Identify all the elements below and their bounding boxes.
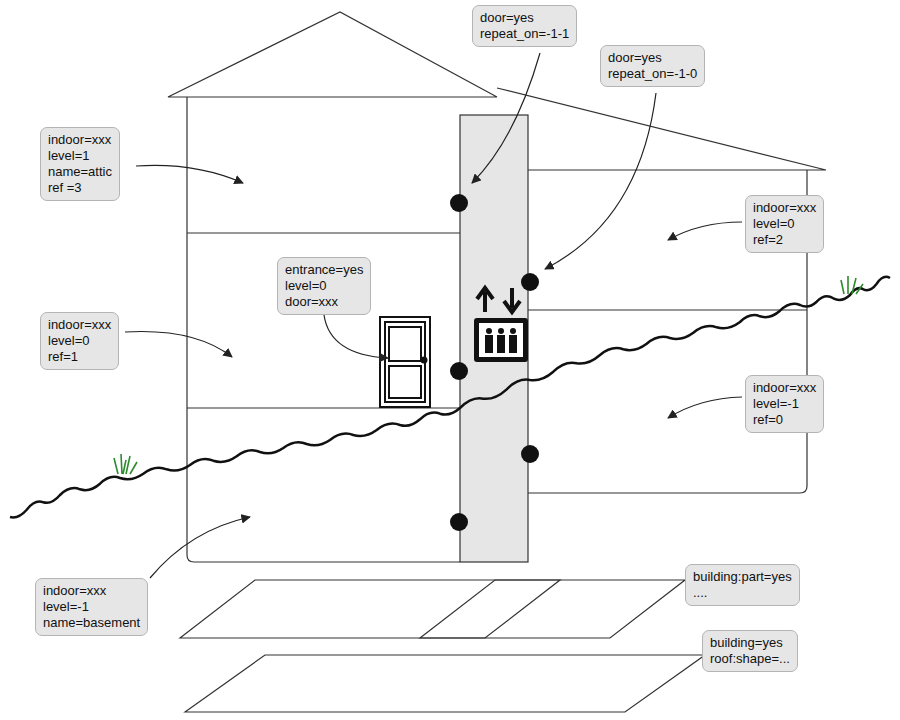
tag-callout: indoor=xxxlevel=1name=atticref =3 — [40, 127, 120, 201]
tag-callout: indoor=xxxlevel=0ref=2 — [745, 195, 824, 253]
tag-text: level=-1 — [753, 396, 816, 412]
tag-text: indoor=xxx — [753, 380, 816, 396]
tag-text: indoor=xxx — [48, 132, 112, 148]
tag-text: indoor=xxx — [43, 583, 140, 599]
tag-text: name=attic — [48, 164, 112, 180]
tag-text: door=yes — [480, 10, 569, 26]
tag-text: ref=1 — [48, 349, 111, 365]
door-symbol — [380, 317, 430, 407]
tag-text: door=xxx — [285, 294, 363, 310]
tag-text: repeat_on=-1-1 — [480, 26, 569, 42]
tag-callout: door=yesrepeat_on=-1-1 — [472, 5, 577, 47]
tag-text: door=yes — [608, 50, 697, 66]
tag-text: roof:shape=... — [710, 651, 790, 667]
tag-callout: entrance=yeslevel=0door=xxx — [277, 257, 371, 315]
tag-text: level=0 — [753, 216, 816, 232]
tag-text: level=0 — [285, 278, 363, 294]
tag-callout: building=yesroof:shape=... — [702, 630, 798, 672]
tag-text: entrance=yes — [285, 262, 363, 278]
tag-text: ref =3 — [48, 180, 112, 196]
tag-callout: indoor=xxxlevel=0ref=1 — [40, 312, 119, 370]
tag-text: level=1 — [48, 148, 112, 164]
tag-text: building:part=yes — [693, 569, 792, 585]
tag-text: indoor=xxx — [48, 317, 111, 333]
tag-text: ref=2 — [753, 232, 816, 248]
leader-line — [125, 53, 742, 578]
elevator-symbol — [474, 288, 528, 362]
tag-text: building=yes — [710, 635, 790, 651]
tag-text: .... — [693, 585, 792, 601]
tag-callout: building:part=yes.... — [685, 564, 800, 606]
tag-text: name=basement — [43, 615, 140, 631]
tag-text: ref=0 — [753, 412, 816, 428]
tag-text: indoor=xxx — [753, 200, 816, 216]
tag-text: level=-1 — [43, 599, 140, 615]
tag-text: repeat_on=-1-0 — [608, 66, 697, 82]
tag-callout: indoor=xxxlevel=-1name=basement — [35, 578, 148, 636]
tag-text: level=0 — [48, 333, 111, 349]
tag-callout: door=yesrepeat_on=-1-0 — [600, 45, 705, 87]
tag-callout: indoor=xxxlevel=-1ref=0 — [745, 375, 824, 433]
ground-line — [10, 277, 890, 518]
